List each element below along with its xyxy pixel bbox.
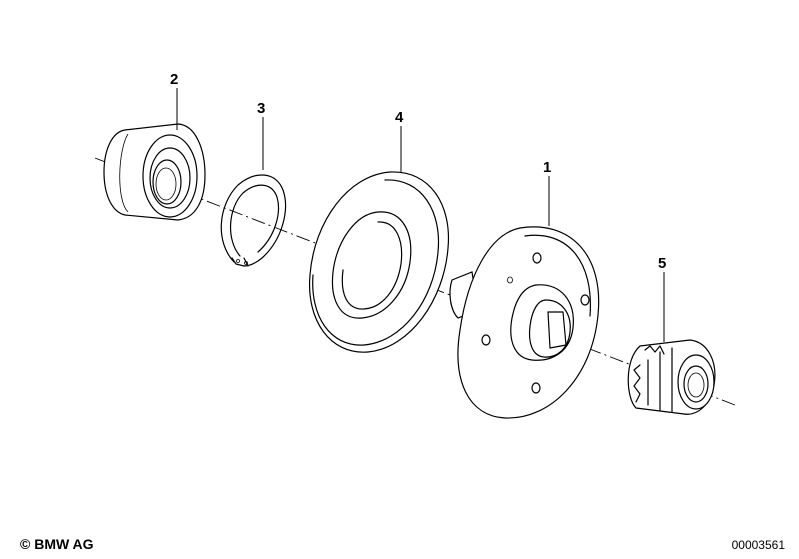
svg-text:1: 1 (543, 159, 551, 176)
part-5-collar-nut[interactable] (627, 339, 716, 415)
part-3-circlip[interactable] (220, 174, 287, 267)
part-number-label: 00003561 (731, 538, 785, 552)
svg-text:3: 3 (257, 100, 265, 117)
svg-text:5: 5 (658, 255, 666, 272)
callout-2: 2 (170, 71, 178, 130)
svg-text:2: 2 (170, 71, 178, 88)
callout-5: 5 (658, 255, 666, 342)
part-4-dust-shield[interactable] (308, 171, 450, 353)
callout-1: 1 (543, 159, 551, 226)
svg-text:4: 4 (395, 109, 404, 126)
callout-3: 3 (257, 100, 265, 170)
part-1-wheel-hub[interactable] (449, 226, 600, 419)
callout-4: 4 (395, 109, 404, 172)
copyright-label: © BMW AG (20, 536, 94, 552)
part-2-wheel-bearing[interactable] (103, 123, 206, 221)
